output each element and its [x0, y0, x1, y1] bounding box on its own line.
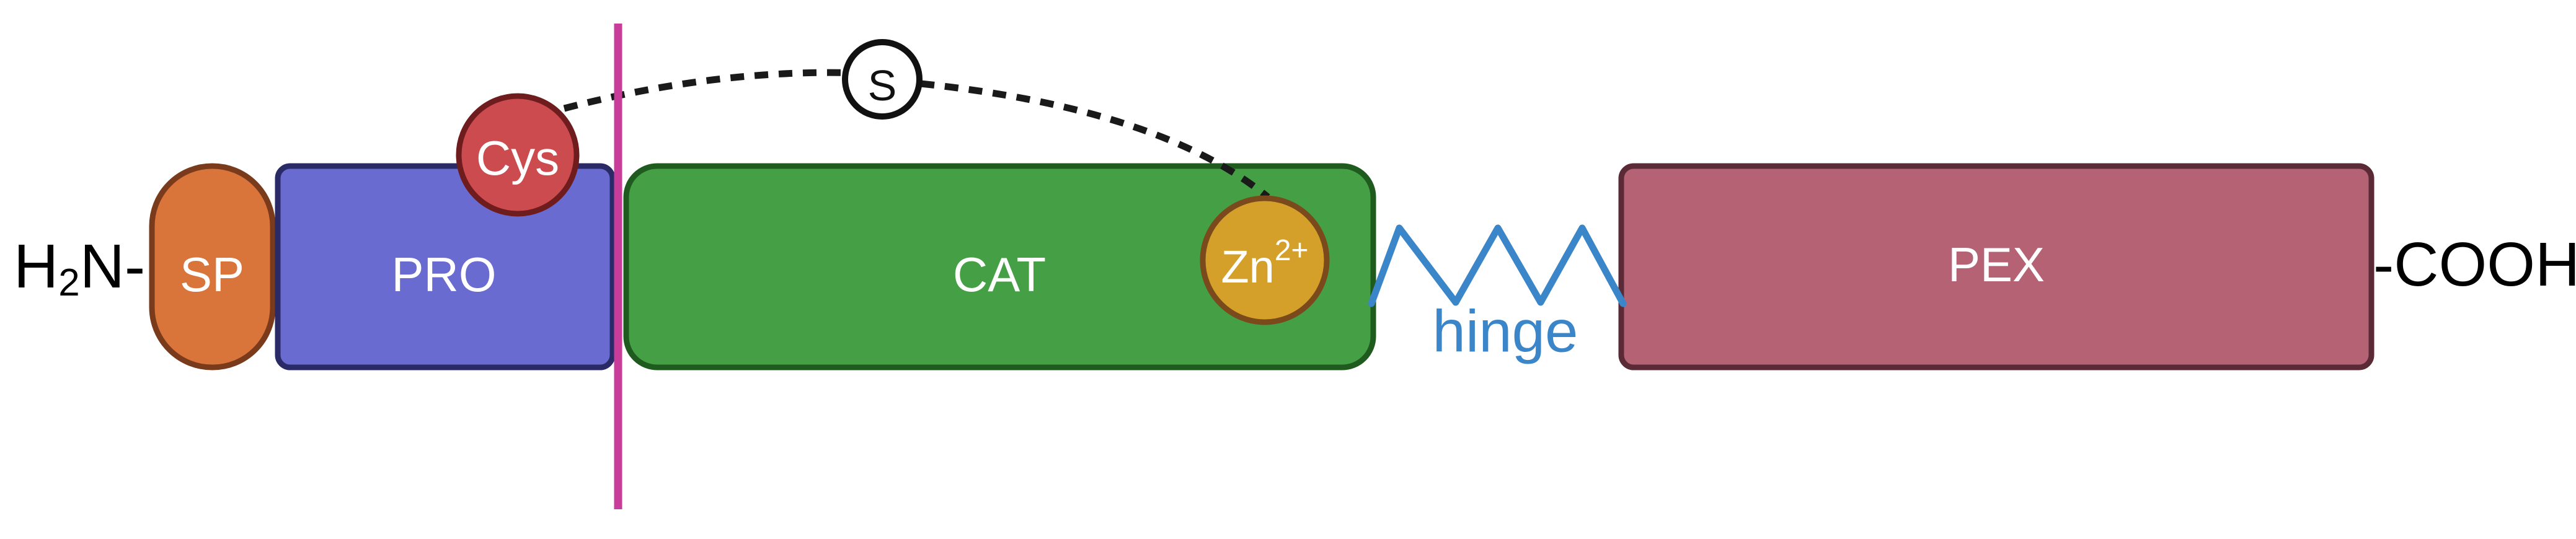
- zinc-label: Zn2+: [1221, 234, 1308, 292]
- sp-label: SP: [180, 247, 244, 302]
- hinge-zigzag: [1368, 224, 1627, 307]
- pro-domain: [275, 163, 616, 370]
- n-terminus-label: H2N-: [14, 232, 145, 304]
- hinge-label: hinge: [1433, 299, 1578, 365]
- zinc-superscript: 2+: [1275, 234, 1309, 267]
- zinc-base: Zn: [1221, 241, 1274, 292]
- cat-label: CAT: [953, 247, 1046, 302]
- n-terminus-subscript: 2: [58, 261, 79, 304]
- n-terminus-suffix: N-: [80, 232, 146, 301]
- cys-label: Cys: [476, 131, 559, 185]
- sulfur-atom: [842, 39, 923, 120]
- cat-domain: [623, 163, 1376, 370]
- pex-label: PEX: [1948, 237, 2045, 292]
- n-terminus-prefix: H: [14, 232, 58, 301]
- cys-residue: [456, 93, 580, 217]
- sulfur-label: S: [868, 61, 897, 110]
- sp-domain: [149, 163, 276, 370]
- pex-domain: [1618, 163, 2375, 370]
- zinc-ion: [1200, 195, 1330, 325]
- pro-label: PRO: [391, 247, 496, 302]
- c-terminus-label: -COOH: [2373, 230, 2576, 299]
- cysteine-switch-arc: [563, 69, 862, 112]
